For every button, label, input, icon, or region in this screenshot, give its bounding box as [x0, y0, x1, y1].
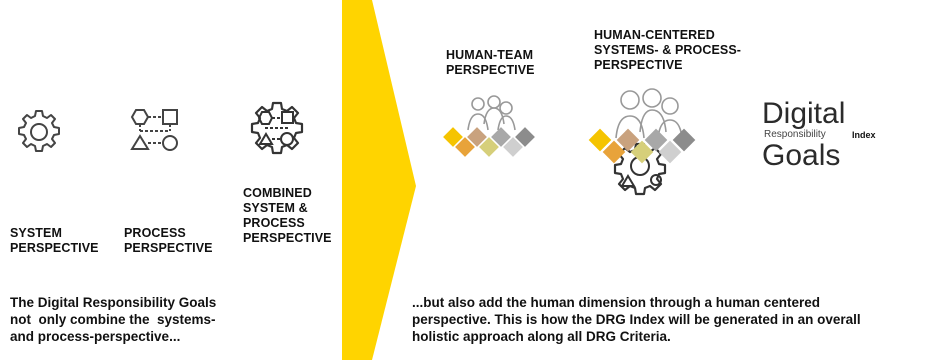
human-team-label: HUMAN-TEAM PERSPECTIVE [446, 48, 535, 77]
logo-responsibility: Responsibility [764, 129, 826, 140]
left-caption: The Digital Responsibility Goals not onl… [10, 295, 217, 344]
human-centered-graphic [588, 88, 696, 196]
logo-goals: Goals [762, 139, 841, 172]
right-caption: ...but also add the human dimension thro… [412, 295, 861, 344]
combined-perspective-label: COMBINED SYSTEM & PROCESS PERSPECTIVE [243, 186, 332, 245]
human-team-graphic [443, 95, 535, 157]
process-perspective-label: PROCESS PERSPECTIVE [124, 226, 213, 255]
drg-logo: Digital Responsibility Index Goals [762, 98, 892, 178]
chevron-arrow [342, 0, 416, 360]
logo-digital: Digital [762, 97, 846, 130]
combined-gear-process-icon [250, 101, 304, 155]
system-perspective-label: SYSTEM PERSPECTIVE [10, 226, 99, 255]
gear-icon [18, 110, 60, 152]
logo-index: Index [852, 130, 876, 140]
process-flow-icon [130, 109, 178, 151]
human-centered-label: HUMAN-CENTERED SYSTEMS- & PROCESS- PERSP… [594, 28, 742, 72]
